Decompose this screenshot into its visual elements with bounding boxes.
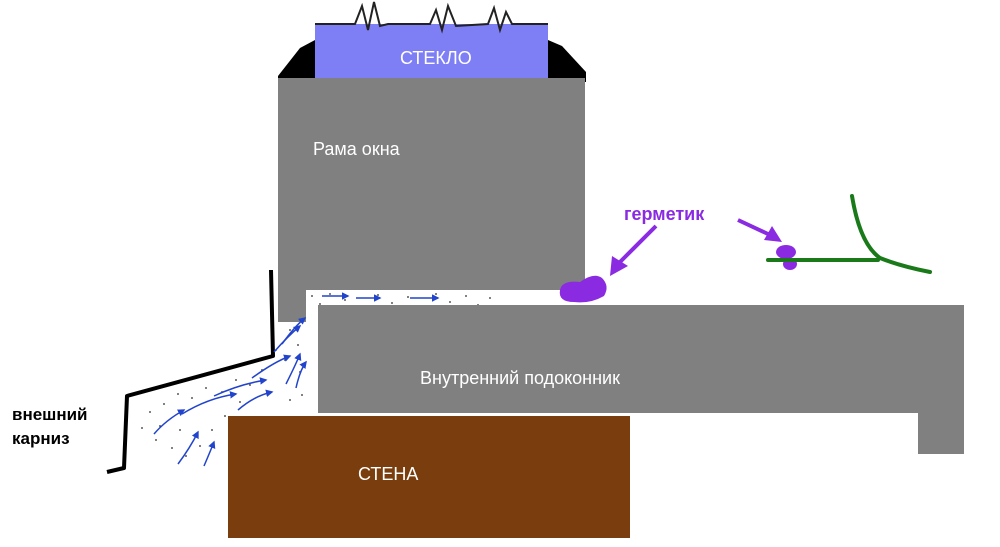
window-frame: Рама окна [278,78,585,322]
glass-pane: СТЕКЛО [315,1,548,82]
inner-sill: Внутренний подоконник [318,305,964,454]
sealant-pointers [610,218,782,276]
sealant-label: герметик [624,204,705,224]
plant-drawing [766,194,932,274]
wall-label: СТЕНА [358,464,418,484]
left-glazing-bead [278,40,315,82]
sealant [559,245,797,303]
outer-cornice-line [106,269,275,474]
outer-cornice-label-2: карниз [12,429,70,448]
right-glazing-bead [548,40,586,82]
glass-label: СТЕКЛО [400,48,472,68]
outer-cornice-label-1: внешний [12,405,88,424]
wall: СТЕНА [228,416,630,538]
airflow-arrows [153,292,440,467]
frame-label: Рама окна [313,139,401,159]
inner-sill-label: Внутренний подоконник [420,368,620,388]
